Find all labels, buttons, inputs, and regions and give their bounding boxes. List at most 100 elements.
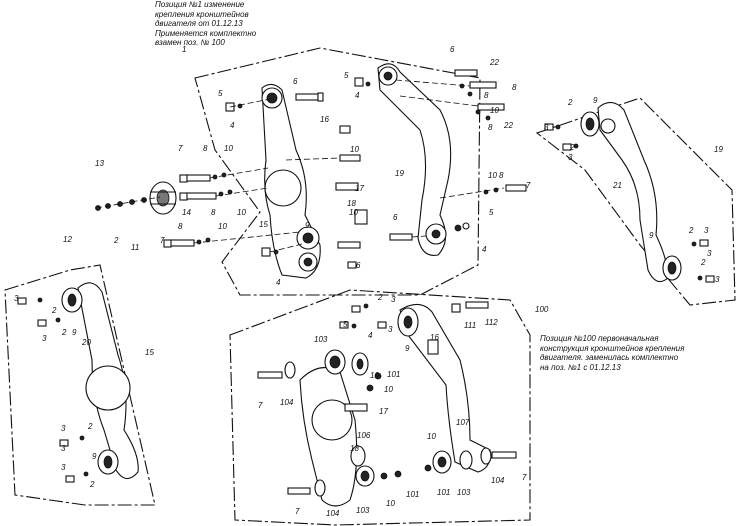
note-top: Позиция №1 изменение крепления кронштейн… [155,0,257,48]
part-label-right_panel: 2 [567,98,573,107]
bolt-7-e [287,487,311,495]
part-label-bottom: 7 [522,473,527,482]
bolt-6-a [295,93,319,101]
part-label-main: 22 [503,121,513,130]
part-label-right_panel: 3 [544,123,549,132]
part-label-bottom: 9 [405,344,410,353]
part-label-main: 18 [347,199,356,208]
border-bottom [229,289,531,526]
part-label-bottom: 10 [427,432,436,441]
part-label-main: 7 [178,144,183,153]
bolt-7-a [185,174,211,182]
part-label-bottom: 101 [387,370,400,379]
part-label-left_panel: 2 [87,422,93,431]
part-label-main: 4 [482,245,487,254]
part-label-bottom: 17 [379,407,388,416]
part-label-main: 8 [484,91,489,100]
part-label-left_panel: 20 [81,338,91,347]
part-label-left_panel: 15 [145,348,154,357]
part-label-left_panel: 3 [61,444,66,453]
part-label-left_panel: 3 [42,334,47,343]
part-label-bottom: 106 [357,431,371,440]
pin-16-b [427,339,439,355]
part-label-main: 10 [350,145,359,154]
part-label-bottom: 5 [343,320,348,329]
part-label-main: 10 [490,106,499,115]
part-label-left_panel: 9 [92,452,97,461]
part-label-right_panel: 3 [707,249,712,258]
note-right: Позиция №100 первоначальная конструкция … [540,334,685,372]
part-label-bottom: 107 [456,418,470,427]
part-label-main: 17 [355,184,364,193]
part-label-bottom: 101 [406,490,419,499]
part-label-left_panel: 3 [14,294,19,303]
part-label-right_panel: 19 [714,145,723,154]
part-label-left_panel: 9 [72,328,77,337]
bushing-17 [339,154,361,162]
border-right [535,97,736,306]
nut-5-b [261,247,271,257]
part-label-left_panel: 3 [61,424,66,433]
part-label-main: 16 [320,115,329,124]
part-label-main: 10 [349,208,358,217]
part-label-bottom: 3 [388,325,393,334]
part-label-bottom: 104 [326,509,340,518]
part-label-main: 6 [293,77,298,86]
part-label-left_panel: 2 [61,328,67,337]
part-label-main: 4 [230,121,235,130]
part-label-main: 2 [113,236,119,245]
part-label-main: 12 [63,235,72,244]
bolt-6-c [454,69,478,77]
bolt-22-a [469,81,497,89]
part-label-main: 8 [211,208,216,217]
part-label-main: 10 [224,144,233,153]
part-label-bottom: 3 [391,295,396,304]
bolt-7-f [491,451,517,459]
part-label-main: 22 [489,58,499,67]
part-label-main: 8 [512,83,517,92]
bracket-bottom-107 [399,303,491,473]
part-label-right_panel: 2 [700,258,706,267]
part-label-right_panel: 3 [704,226,709,235]
part-label-bottom: 2 [377,293,383,302]
part-label-left_panel: 2 [51,306,57,315]
bolt-22-b [477,103,505,111]
part-label-bottom: 10 [384,385,393,394]
part-label-bottom: 10 [386,499,395,508]
part-label-main: 6 [450,45,455,54]
part-label-bottom: 104 [491,476,505,485]
bracket-15-hole [264,169,302,207]
part-label-main: 11 [131,243,139,252]
border-main [194,47,481,296]
part-label-bottom: 18 [350,444,359,453]
part-label-bottom: 112 [485,318,498,327]
part-label-main: 8 [178,222,183,231]
part-label-main: 7 [526,181,531,190]
part-label-bottom: 16 [430,333,439,342]
part-label-main: 10 [218,222,227,231]
border-left [4,264,156,506]
part-label-main: 5 [344,71,349,80]
bracket-19 [377,63,452,256]
part-label-main: 5 [218,89,223,98]
part-label-bottom: 103 [356,506,370,515]
part-label-main: 8 [488,123,493,132]
bolt-6-b [337,241,361,249]
part-label-bottom: 103 [457,488,471,497]
part-label-main: 15 [259,220,268,229]
part-label-bottom: 111 [464,321,476,330]
bolt-6-d [389,233,413,241]
bolt-7-d [257,371,283,379]
washer-chain [95,197,147,211]
nut-5-c [354,77,364,87]
part-label-main: 4 [276,278,281,287]
part-label-bottom: 4 [368,331,373,340]
part-label-main: 8 [499,171,504,180]
part-label-bottom: 103 [314,335,328,344]
part-label-main: 9 [305,221,310,230]
part-label-right_panel: 9 [649,231,654,240]
part-label-bottom: 100 [535,305,549,314]
part-label-main: 13 [95,159,104,168]
